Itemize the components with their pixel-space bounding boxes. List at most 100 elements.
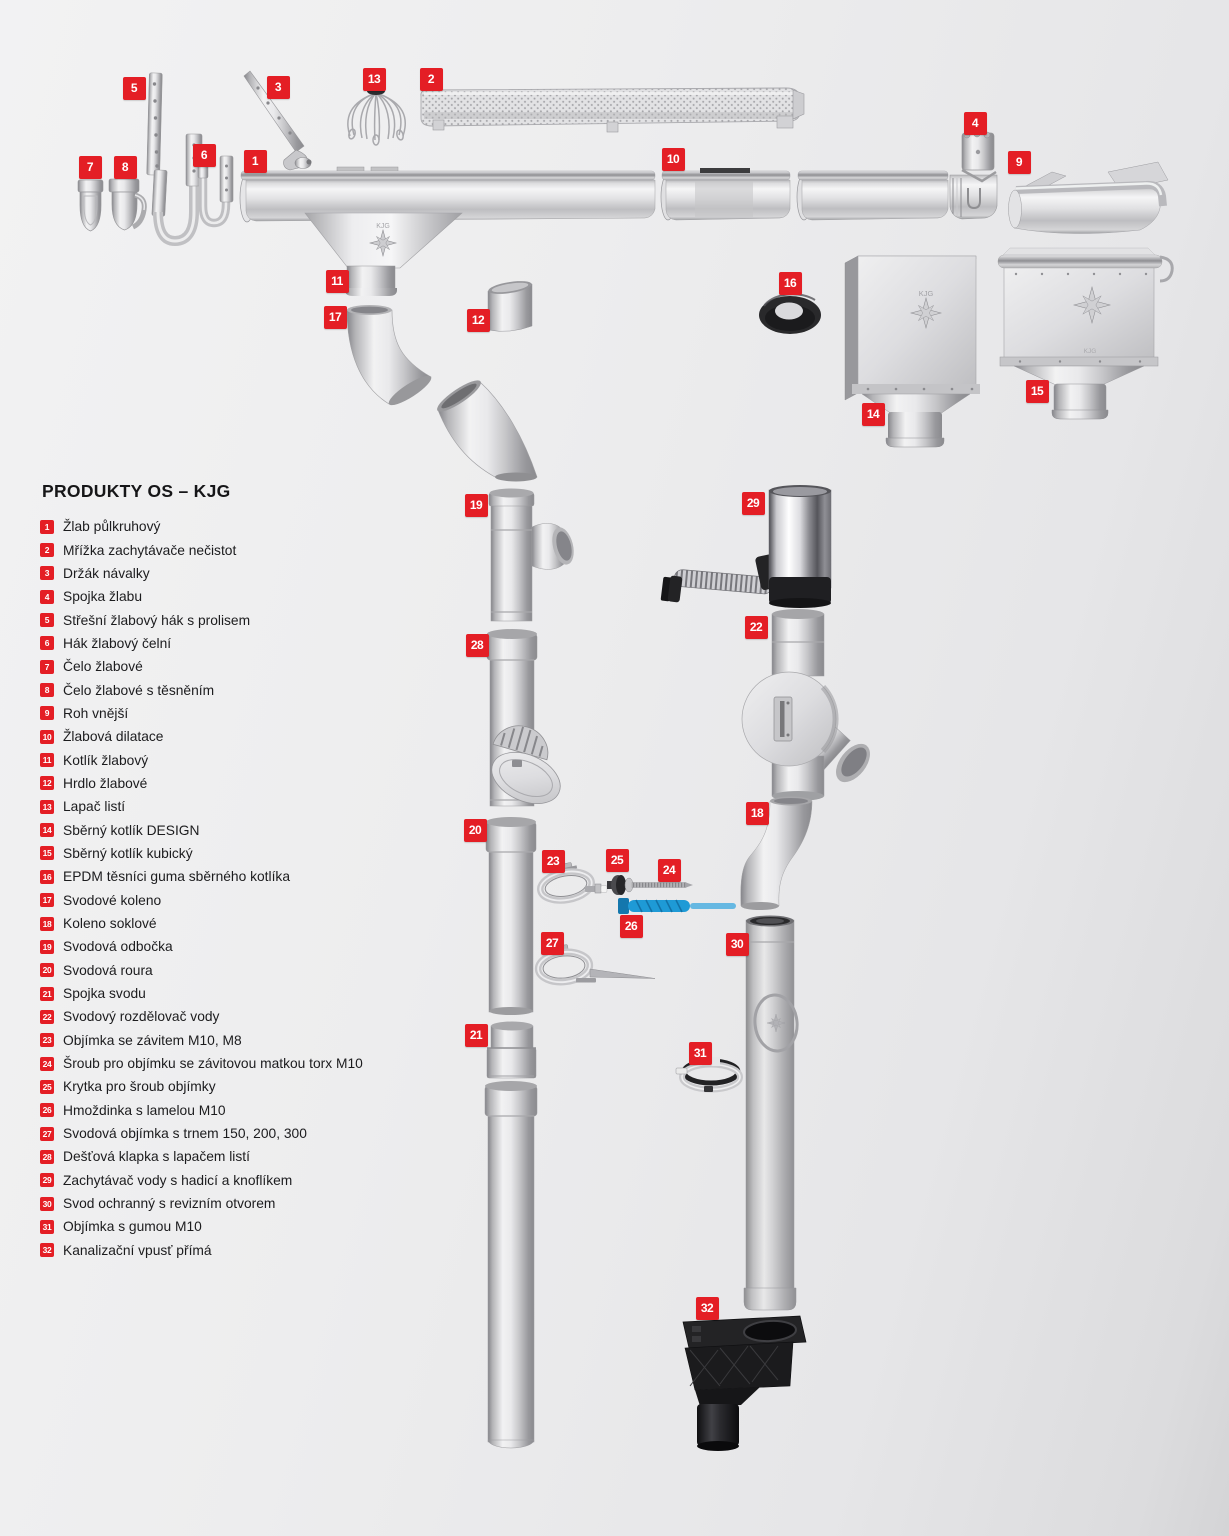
legend-item-label: Objímka se závitem M10, M8: [63, 1032, 242, 1048]
tag-number: 16: [783, 276, 797, 290]
legend-item-number: 28: [40, 1149, 54, 1164]
tag-number: 24: [662, 863, 676, 877]
legend-item-number: 22: [40, 1009, 54, 1024]
tag-24-sroub-pro-objimku: 24: [657, 858, 681, 882]
legend-item-label: Hák žlabový čelní: [63, 635, 172, 651]
tag-number: 7: [86, 160, 94, 174]
part-svod-ochranny: [743, 915, 799, 1311]
legend-item-number: 16: [40, 869, 54, 884]
legend-item-label: Svod ochranný s revizním otvorem: [63, 1196, 276, 1212]
legend-item-number: 21: [40, 986, 54, 1001]
tag-2-mrizka-zachytavace: 2: [419, 67, 443, 91]
part-celo-zlabove-s-tesnenim: [108, 178, 147, 231]
tag-7-celo-zlabove: 7: [78, 155, 102, 179]
part-svodova-roura-dolni: [484, 1081, 538, 1449]
part-sberny-kotlik-design: KJG: [844, 255, 980, 448]
legend: PRODUKTY OS – KJG 1 Žlab půlkruhový 2 Mř…: [40, 481, 470, 1262]
part-svodova-odbocka: [488, 488, 574, 622]
part-drzak-navalky: [243, 70, 312, 171]
tag-number: 14: [866, 407, 880, 421]
legend-item-number: 3: [40, 566, 54, 581]
part-kanalizacni-vpust: [682, 1315, 807, 1451]
legend-item-label: Sběrný kotlík kubický: [63, 845, 193, 861]
legend-item-19: 19 Svodová odbočka: [40, 935, 470, 958]
legend-item-label: Střešní žlabový hák s prolisem: [63, 612, 251, 628]
part-sroub-pro-objimku: [624, 877, 693, 893]
legend-item-31: 31 Objímka s gumou M10: [40, 1215, 470, 1238]
tag-5-stresni-zlabovy-hak: 5: [122, 76, 146, 100]
part-zachytavac-vody: [660, 485, 832, 608]
part-zlab-pulkruhovy: KJG: [239, 166, 656, 296]
tag-number: 1: [251, 154, 259, 168]
brand-mark: KJG: [919, 289, 934, 298]
legend-item-number: 31: [40, 1219, 54, 1234]
legend-item-number: 26: [40, 1103, 54, 1118]
legend-item-number: 23: [40, 1033, 54, 1048]
tag-number: 19: [469, 498, 483, 512]
tag-number: 5: [130, 81, 138, 95]
legend-item-18: 18 Koleno soklové: [40, 912, 470, 935]
tag-30-svod-ochranny: 30: [725, 932, 749, 956]
legend-item-number: 20: [40, 963, 54, 978]
part-hak-zlabovy-celni: [197, 149, 234, 228]
tag-number: 6: [200, 148, 208, 162]
legend-item-label: Koleno soklové: [63, 916, 157, 932]
legend-item-13: 13 Lapač listí: [40, 795, 470, 818]
tag-number: 17: [328, 310, 342, 324]
tag-15-sberny-kotlik-kubicky: 15: [1025, 379, 1049, 403]
legend-item-7: 7 Čelo žlabové: [40, 655, 470, 678]
legend-item-number: 15: [40, 846, 54, 861]
tag-number: 27: [545, 936, 559, 950]
tag-number: 31: [693, 1046, 707, 1060]
legend-item-label: Dešťová klapka s lapačem listí: [63, 1149, 250, 1165]
legend-item-28: 28 Dešťová klapka s lapačem listí: [40, 1145, 470, 1168]
part-koleno-soklove: [740, 796, 813, 910]
tag-number: 9: [1015, 155, 1023, 169]
tag-32-kanalizacni-vpust: 32: [695, 1296, 719, 1320]
tag-number: 18: [750, 806, 764, 820]
tag-27-svodova-objimka-s-trnem: 27: [540, 931, 564, 955]
legend-item-9: 9 Roh vnější: [40, 702, 470, 725]
tag-13-lapac-listi: 13: [362, 67, 386, 91]
part-zlab-segment: [796, 170, 949, 221]
legend-item-label: Objímka s gumou M10: [63, 1219, 202, 1235]
part-mrizka-zachytavace: [420, 87, 805, 133]
tag-9-roh-vnejsi: 9: [1007, 150, 1031, 174]
legend-item-number: 27: [40, 1126, 54, 1141]
legend-item-27: 27 Svodová objímka s trnem 150, 200, 300: [40, 1122, 470, 1145]
legend-item-number: 12: [40, 776, 54, 791]
legend-item-17: 17 Svodové koleno: [40, 889, 470, 912]
legend-item-number: 8: [40, 683, 54, 698]
tag-19-svodova-odbocka: 19: [464, 493, 488, 517]
tag-26-hmozdinka: 26: [619, 914, 643, 938]
legend-item-label: Hmoždinka s lamelou M10: [63, 1102, 226, 1118]
legend-item-label: Žlab půlkruhový: [63, 519, 161, 535]
tag-17-svodove-koleno: 17: [323, 305, 347, 329]
legend-item-23: 23 Objímka se závitem M10, M8: [40, 1029, 470, 1052]
tag-18-koleno-soklove: 18: [745, 801, 769, 825]
legend-item-number: 30: [40, 1196, 54, 1211]
tag-16-epdm-guma: 16: [778, 271, 802, 295]
tag-20-svodova-roura: 20: [463, 818, 487, 842]
legend-item-label: Žlabová dilatace: [63, 729, 164, 745]
legend-item-number: 19: [40, 939, 54, 954]
tag-number: 4: [971, 116, 979, 130]
legend-list: 1 Žlab půlkruhový 2 Mřížka zachytávače n…: [40, 515, 470, 1262]
tag-number: 10: [666, 152, 680, 166]
brand-mark: KJG: [1084, 348, 1097, 355]
tag-23-objimka-se-zavitem: 23: [541, 849, 565, 873]
tag-22-svodovy-rozdelovac: 22: [744, 615, 768, 639]
legend-item-1: 1 Žlab půlkruhový: [40, 515, 470, 538]
legend-item-label: Čelo žlabové: [63, 659, 143, 675]
part-spojka-svodu: [486, 1021, 537, 1079]
legend-item-15: 15 Sběrný kotlík kubický: [40, 842, 470, 865]
legend-item-32: 32 Kanalizační vpusť přímá: [40, 1239, 470, 1262]
legend-item-number: 25: [40, 1079, 54, 1094]
tag-number: 15: [1030, 384, 1044, 398]
legend-item-label: Sběrný kotlík DESIGN: [63, 822, 200, 838]
legend-item-number: 11: [40, 753, 54, 768]
legend-item-label: Lapač listí: [63, 799, 126, 815]
tag-number: 8: [121, 160, 129, 174]
tag-number: 30: [730, 937, 744, 951]
